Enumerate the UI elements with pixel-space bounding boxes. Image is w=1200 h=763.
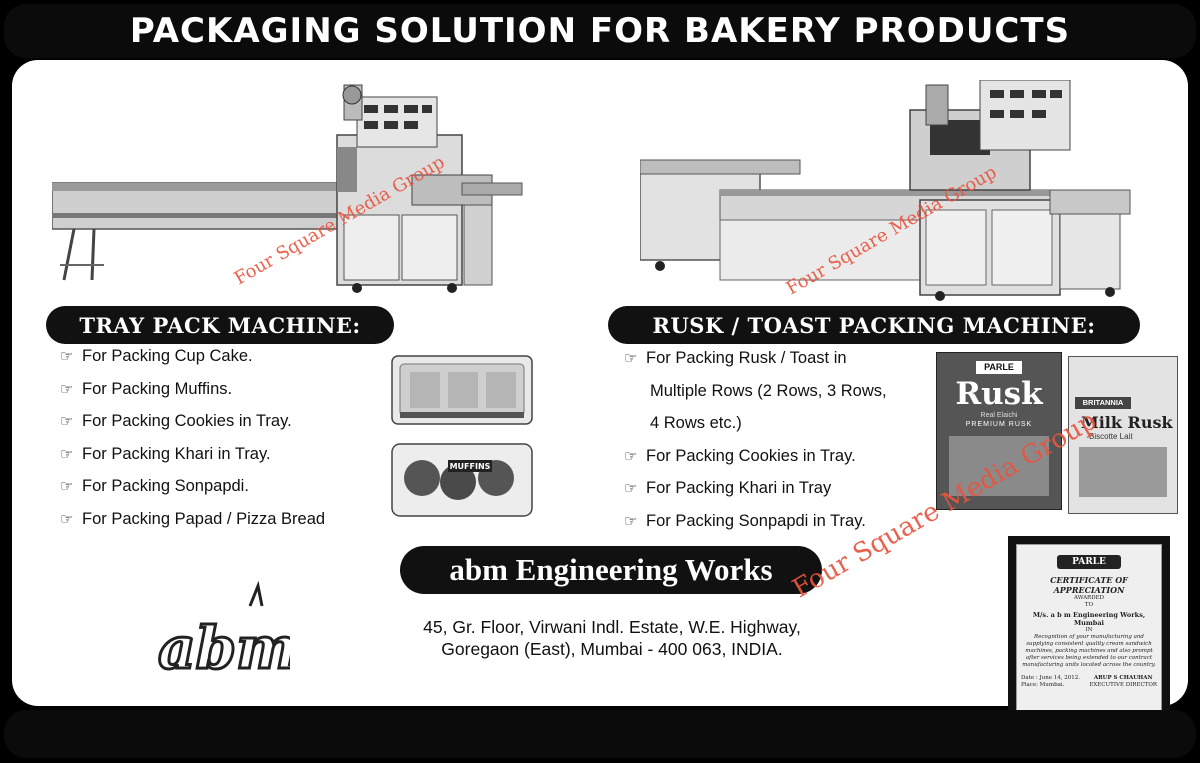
pointing-hand-icon: ☞: [60, 510, 74, 528]
tray-pack-title: TRAY PACK MACHINE:: [46, 306, 394, 344]
pointing-hand-icon: ☞: [60, 348, 74, 365]
milk-rusk-subtitle: Biscotte Lait: [1089, 432, 1133, 441]
page-title: PACKAGING SOLUTION FOR BAKERY PRODUCTS: [129, 11, 1071, 51]
list-item-continuation: 4 Rows etc.): [650, 414, 742, 432]
list-item: ☞For Packing Sonpapdi in Tray.: [624, 505, 887, 538]
rusk-photo: [949, 436, 1049, 496]
list-item: ☞For Packing Khari in Tray.: [60, 438, 325, 471]
pointing-hand-icon: ☞: [60, 445, 74, 463]
rusk-name: Rusk: [955, 376, 1043, 412]
muffins-tray-pack-image: MUFFINS: [391, 443, 533, 517]
list-item-continuation: Multiple Rows (2 Rows, 3 Rows,: [650, 381, 887, 400]
parle-rusk-pack: PARLE Rusk Real Elaichi PREMIUM RUSK: [936, 352, 1062, 510]
pointing-hand-icon: ☞: [624, 480, 638, 497]
certificate-signatory-title: EXECUTIVE DIRECTOR: [1089, 682, 1157, 688]
rusk-toast-feature-list: ☞For Packing Rusk / Toast in Multiple Ro…: [624, 342, 887, 537]
abm-logo: abm: [157, 580, 290, 684]
cupcake-tray-pack-image: [391, 355, 533, 425]
list-item: ☞For Packing Muffins.: [60, 373, 325, 406]
pointing-hand-icon: ☞: [624, 447, 638, 465]
pointing-hand-icon: ☞: [60, 413, 74, 430]
content-panel: TRAY PACK MACHINE: RUSK / TOAST PACKING …: [12, 60, 1188, 706]
pointing-hand-icon: ☞: [60, 478, 74, 495]
rusk-tagline: Real Elaichi: [980, 412, 1018, 419]
certificate-body: Recognition of your manufacturing and su…: [1022, 634, 1156, 668]
parle-logo: PARLE: [976, 361, 1022, 374]
tray-pack-machine-image: [52, 84, 523, 293]
certificate-to: TO: [1084, 602, 1094, 608]
pointing-hand-icon: ☞: [60, 380, 74, 398]
certificate-awarded: AWARDED: [1073, 595, 1105, 601]
company-address: 45, Gr. Floor, Virwani Indl. Estate, W.E…: [382, 616, 842, 660]
britannia-logo: BRITANNIA: [1075, 397, 1131, 409]
list-item: ☞For Packing Rusk / Toast in: [624, 342, 887, 375]
certificate-date: Date : June 14, 2012.: [1021, 675, 1081, 681]
britannia-milk-rusk-pack: BRITANNIA Milk Rusk Biscotte Lait: [1068, 356, 1178, 514]
list-item: ☞For Packing Sonpapdi.: [60, 470, 325, 503]
tray-pack-feature-list: ☞For Packing Cup Cake. ☞For Packing Muff…: [60, 340, 325, 535]
certificate-recipient: M/s. a b m Engineering Works, Mumbai: [1032, 611, 1146, 627]
list-item: ☞For Packing Cookies in Tray.: [60, 405, 325, 438]
list-item: ☞For Packing Khari in Tray: [624, 472, 887, 505]
list-item: ☞For Packing Cup Cake.: [60, 340, 325, 373]
rusk-subtitle: PREMIUM RUSK: [965, 421, 1033, 428]
list-item: ☞For Packing Papad / Pizza Bread: [60, 503, 325, 536]
list-item: ☞For Packing Cookies in Tray.: [624, 440, 887, 473]
pointing-hand-icon: ☞: [624, 512, 638, 530]
certificate-signatory: ARUP S CHAUHAN: [1093, 675, 1153, 681]
abm-logo-text: abm: [158, 614, 290, 682]
certificate-place: Place: Mumbai.: [1021, 682, 1065, 688]
rusk-toast-title: RUSK / TOAST PACKING MACHINE:: [608, 306, 1140, 344]
address-line-2: Goregaon (East), Mumbai - 400 063, INDIA…: [441, 639, 783, 659]
muffins-pack-label: MUFFINS: [450, 462, 491, 471]
footer-banner: [4, 710, 1196, 758]
milk-rusk-name: Milk Rusk: [1081, 413, 1173, 432]
pointing-hand-icon: ☞: [624, 350, 638, 367]
header-banner: PACKAGING SOLUTION FOR BAKERY PRODUCTS: [4, 4, 1196, 58]
rusk-toast-machine-image: [640, 80, 1131, 301]
company-name-banner: abm Engineering Works: [400, 546, 822, 594]
certificate-in: IN: [1085, 627, 1093, 633]
certificate-title: CERTIFICATE OF APPRECIATION: [1050, 575, 1128, 595]
address-line-1: 45, Gr. Floor, Virwani Indl. Estate, W.E…: [423, 617, 801, 637]
certificate-of-appreciation: PARLE CERTIFICATE OF APPRECIATION AWARDE…: [1008, 536, 1170, 740]
certificate-brand: PARLE: [1057, 555, 1121, 569]
milk-rusk-photo: [1079, 447, 1167, 497]
